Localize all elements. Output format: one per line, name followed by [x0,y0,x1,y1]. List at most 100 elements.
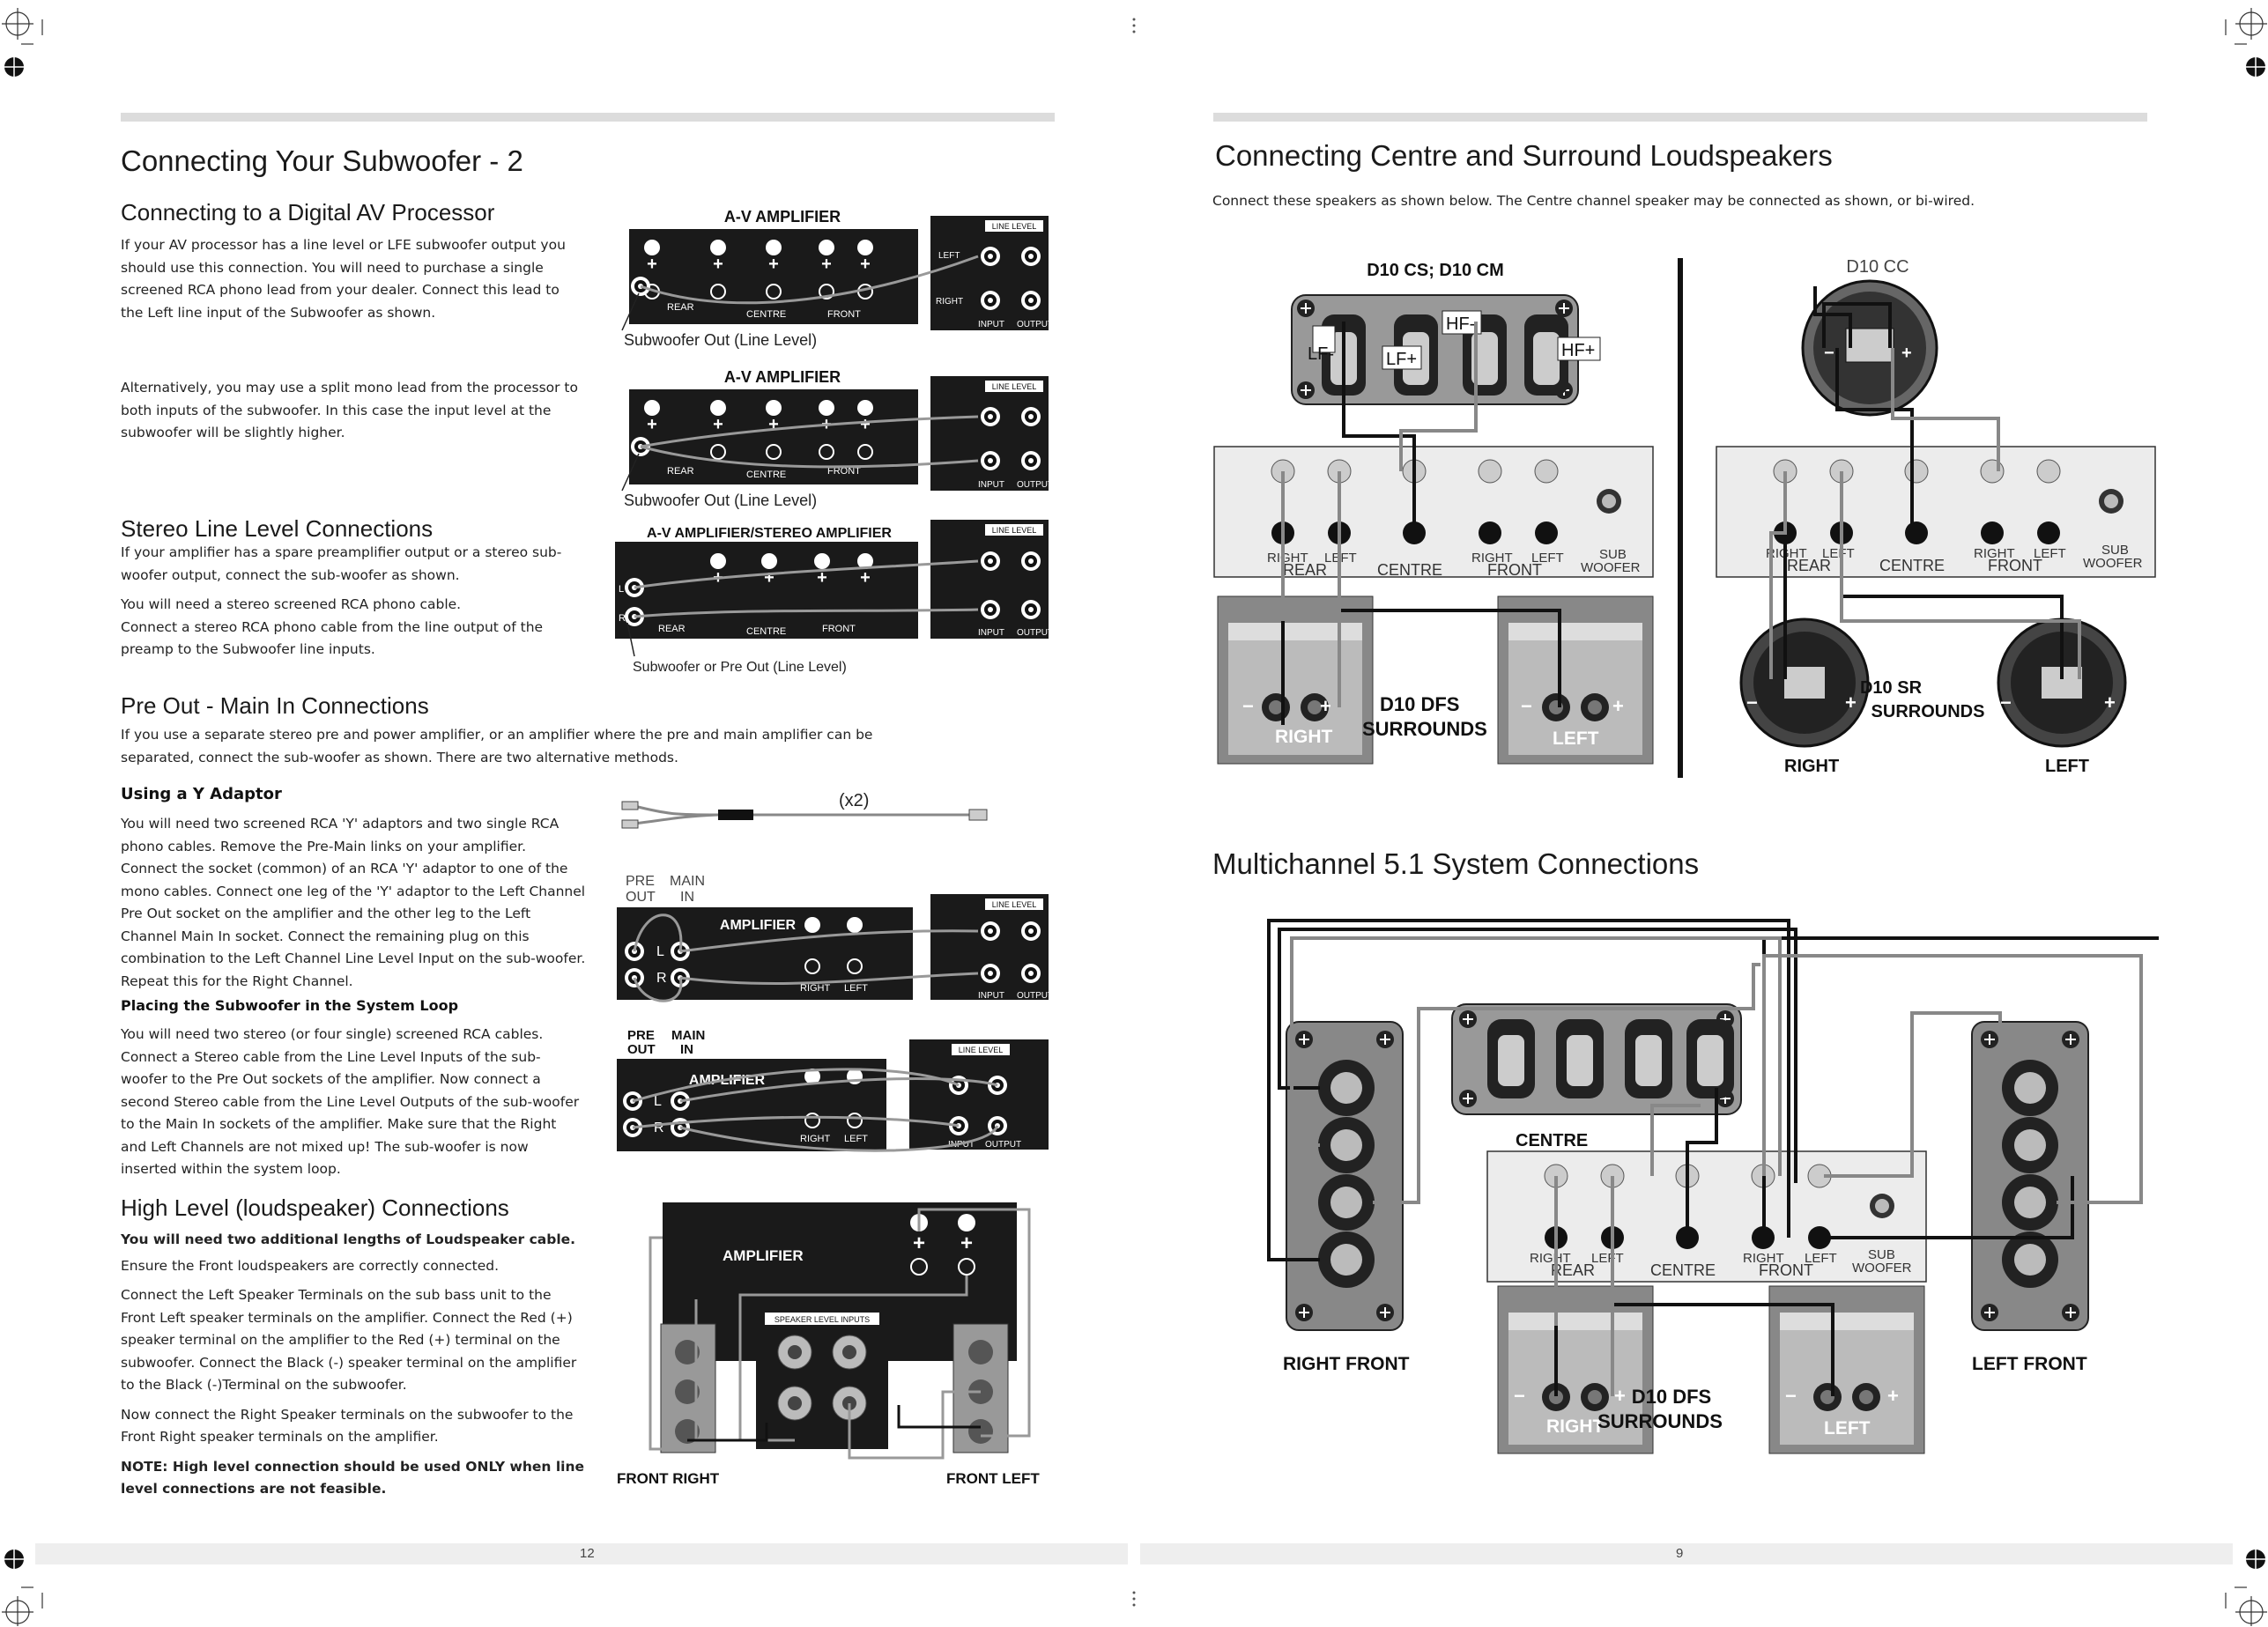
label-main: MAIN [670,874,705,889]
label-front-left: FRONT LEFT [946,1470,1040,1487]
section-heading-preout: Pre Out - Main In Connections [121,692,429,719]
section-heading-digital: Connecting to a Digital AV Processor [121,199,495,226]
paragraph-note: NOTE: High level connection should be us… [121,1458,584,1498]
plus: + [960,1231,973,1255]
label-left: LEFT [1531,551,1564,566]
svg-text:+: + [768,255,779,274]
label-rear: REAR [667,466,694,477]
diagram-stereo-amp: A-V AMPLIFIER/STEREO AMPLIFIER ++++ LRRE… [615,520,1053,675]
label-front: FRONT [827,309,861,320]
section-text-y-adaptor: You will need two screened RCA 'Y' adapt… [121,813,586,1000]
label-left: LEFT [2045,757,2089,776]
label-output: OUTPUT [1017,320,1053,329]
svg-text:−: − [1785,1385,1797,1407]
page-title-left: Connecting Your Subwoofer - 2 [121,144,523,177]
label-input: INPUT [978,628,1004,638]
surrounds-label: SURROUNDS [1362,718,1487,740]
paragraph: You will need two stereo (or four single… [121,1026,544,1042]
label-right: RIGHT [1743,1251,1784,1266]
label-output: OUTPUT [1017,628,1053,638]
label-x2: (x2) [839,791,869,810]
label-left: LEFT [844,1134,868,1144]
label-r: R [619,613,626,624]
label-l: L [654,1094,662,1109]
svg-text:+: + [860,415,871,434]
label-main: MAIN [671,1028,705,1043]
label-input: INPUT [978,480,1004,490]
label-left: LEFT [938,251,960,261]
label-right: RIGHT [1974,546,2015,561]
svg-text:+: + [713,415,723,434]
svg-text:+: + [768,415,779,434]
paragraph: Ensure the Front loudspeakers are correc… [121,1257,500,1274]
paragraph: If your amplifier has a spare preamplifi… [121,544,562,583]
svg-text:+: + [647,255,657,274]
paragraph: You will need two screened RCA 'Y' adapt… [121,816,586,989]
surrounds-model: D10 SR [1860,678,1923,698]
amp-title: A-V AMPLIFIER/STEREO AMPLIFIER [647,526,892,541]
label-input: INPUT [978,991,1004,1001]
label-left-front: LEFT FRONT [1972,1354,2087,1374]
label-hf-plus: HF+ [1561,341,1595,360]
label-out: OUT [626,890,656,905]
paragraph: Now connect the Right Speaker terminals … [121,1406,574,1446]
label-sub: SUB [2101,543,2129,558]
label-pre: PRE [627,1028,655,1043]
label-left: LEFT [2034,546,2066,561]
label-centre: CENTRE [1377,561,1442,579]
label-right: RIGHT [1275,727,1333,747]
label-sub: SUB [1868,1247,1895,1262]
label-centre: CENTRE [746,626,786,637]
subheading-y-adaptor: Using a Y Adaptor [121,785,282,803]
amp-title: AMPLIFIER [720,918,797,933]
svg-text:+: + [713,255,723,274]
label-l: L [619,584,624,595]
svg-text:−: − [1514,1385,1525,1407]
header-rule-right [1213,113,2147,122]
speaker-level-inputs: SPEAKER LEVEL INPUTS [775,1315,870,1324]
paragraph: Connect the Left Speaker Terminals on th… [121,1287,577,1393]
page-title-right: Connecting Centre and Surround Loudspeak… [1215,139,1833,172]
label-left: LEFT [1824,1418,1871,1438]
label-left: LEFT [1591,1251,1624,1266]
subheading-system-loop: Placing the Subwoofer in the System Loop [121,997,459,1014]
svg-text:+: + [817,568,827,588]
label-front: FRONT [1988,557,2042,574]
label-rear: REAR [667,302,694,313]
surrounds-model: D10 DFS [1632,1386,1711,1408]
label-centre: CENTRE [1516,1131,1588,1150]
section-heading-highlevel: High Level (loudspeaker) Connections [121,1194,509,1221]
label-right: RIGHT [1530,1251,1571,1266]
label-woofer: WOOFER [1581,560,1641,575]
label-left: LEFT [1822,546,1855,561]
label-in: IN [680,890,694,905]
label-right-front: RIGHT FRONT [1283,1354,1410,1374]
label-woofer: WOOFER [2083,556,2143,571]
section-text-stereo: If your amplifier has a spare preamplifi… [121,542,588,669]
svg-text:+: + [860,255,871,274]
footer-bar-right [1140,1543,2233,1564]
front-left-speaker [1971,1021,2089,1331]
label-front: FRONT [1487,561,1542,579]
label-centre: CENTRE [746,309,786,320]
paragraph: If your AV processor has a line level or… [121,237,566,321]
surrounds-model: D10 DFS [1380,693,1459,715]
label-rear: REAR [1283,561,1327,579]
svg-text:−: − [1521,695,1532,717]
svg-text:+: + [1845,691,1857,714]
svg-text:+: + [647,415,657,434]
line-level-label: LINE LEVEL [992,900,1037,909]
paragraph: Connect a stereo RCA phono cable from th… [121,618,544,658]
label-output: OUTPUT [1017,480,1053,490]
label-hf-minus: HF- [1446,314,1475,334]
plus: + [913,1231,925,1255]
label-rear: REAR [1787,557,1831,574]
